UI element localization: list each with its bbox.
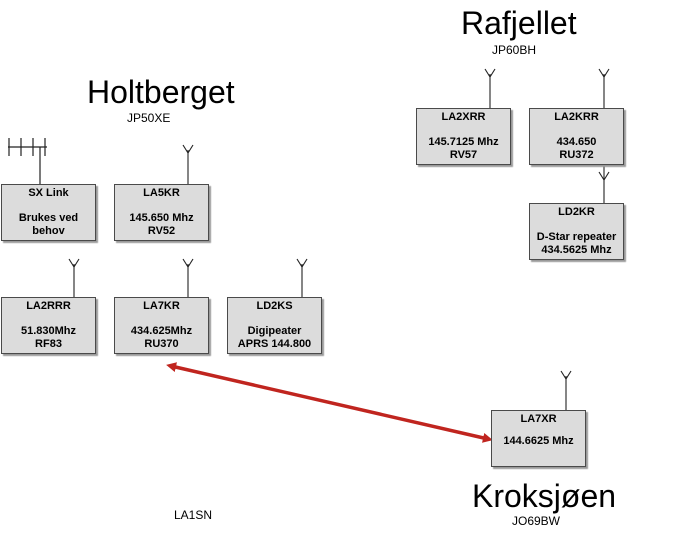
repeater-call: LD2KR bbox=[558, 206, 595, 218]
connector-antenna-icon bbox=[598, 165, 610, 203]
repeater-box-la2rrr: LA2RRR 51.830Mhz RF83 bbox=[1, 297, 96, 354]
repeater-box-la2xrr: LA2XRR 145.7125 Mhz RV57 bbox=[416, 108, 511, 165]
repeater-call: LA7KR bbox=[143, 300, 180, 312]
repeater-line: RU370 bbox=[144, 338, 179, 350]
repeater-line: RV57 bbox=[449, 149, 478, 161]
yagi-antenna-icon bbox=[8, 138, 47, 184]
antenna-icon-la7xr bbox=[560, 370, 572, 410]
repeater-line: 144.6625 Mhz bbox=[503, 435, 574, 447]
repeater-line: Digipeater bbox=[247, 325, 302, 337]
repeater-call: LA2XRR bbox=[441, 111, 486, 123]
repeater-call: LA5KR bbox=[143, 187, 180, 199]
repeater-box-la5kr: LA5KR 145.650 Mhz RV52 bbox=[114, 184, 209, 241]
repeater-box-ld2kr: LD2KR D-Star repeater 434.5625 Mhz bbox=[529, 203, 624, 260]
repeater-line: 434.650 bbox=[556, 136, 597, 148]
site-title-kroksjoen: Kroksjøen bbox=[472, 478, 617, 514]
site-locator-holtberget: JP50XE bbox=[127, 111, 171, 125]
repeater-line: 51.830Mhz bbox=[20, 325, 77, 337]
repeater-line: RV52 bbox=[147, 225, 176, 237]
repeater-box-la2krr: LA2KRR 434.650 RU372 bbox=[529, 108, 624, 165]
repeater-line: RF83 bbox=[35, 338, 62, 350]
credit-label: LA1SN bbox=[174, 508, 213, 522]
repeater-line: D-Star repeater bbox=[536, 231, 617, 243]
repeater-line: 434.5625 Mhz bbox=[541, 244, 612, 256]
repeater-call: LD2KS bbox=[256, 300, 293, 312]
repeater-line: behov bbox=[32, 225, 65, 237]
repeater-line: 145.650 Mhz bbox=[129, 212, 194, 224]
repeater-line: 145.7125 Mhz bbox=[428, 136, 499, 148]
repeater-box-la7kr: LA7KR 434.625Mhz RU370 bbox=[114, 297, 209, 354]
repeater-call: SX Link bbox=[28, 187, 69, 199]
repeater-box-la7xr: LA7XR 144.6625 Mhz bbox=[491, 410, 586, 467]
site-locator-kroksjoen: JO69BW bbox=[512, 514, 561, 528]
antenna-icon-ld2ks bbox=[296, 258, 308, 297]
repeater-line: APRS 144.800 bbox=[237, 338, 312, 350]
antenna-icon-la5kr bbox=[182, 144, 194, 184]
site-title-holtberget: Holtberget bbox=[87, 74, 235, 110]
site-locator-rafjellet: JP60BH bbox=[492, 43, 537, 57]
antenna-icon-la7kr bbox=[182, 258, 194, 297]
repeater-box-sx-link: SX Link Brukes ved behov bbox=[1, 184, 96, 241]
repeater-line: 434.625Mhz bbox=[130, 325, 193, 337]
antenna-icon-la2rrr bbox=[68, 258, 80, 297]
repeater-line: Brukes ved bbox=[18, 212, 79, 224]
antenna-icon-la2xrr bbox=[484, 68, 496, 108]
antenna-icon-la2krr bbox=[598, 68, 610, 108]
repeater-call: LA7XR bbox=[520, 413, 557, 425]
repeater-line: RU372 bbox=[559, 149, 594, 161]
link-arrow bbox=[166, 362, 493, 443]
repeater-box-ld2ks: LD2KS Digipeater APRS 144.800 bbox=[227, 297, 322, 354]
repeater-call: LA2RRR bbox=[26, 300, 71, 312]
site-title-rafjellet: Rafjellet bbox=[461, 5, 577, 41]
repeater-call: LA2KRR bbox=[554, 111, 599, 123]
